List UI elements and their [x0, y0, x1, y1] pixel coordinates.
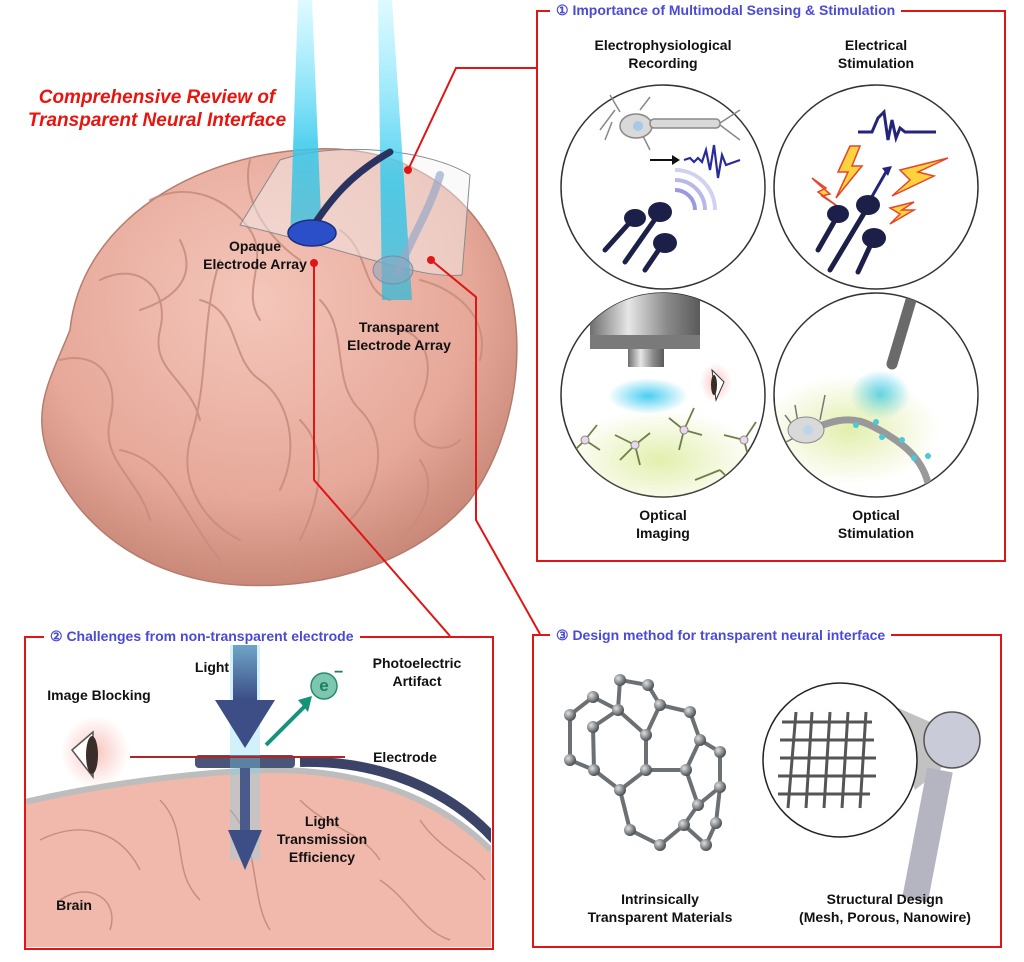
intrinsically-transparent-materials-label: Intrinsically Transparent Materials	[587, 891, 733, 925]
electron-icon	[310, 672, 338, 700]
main-title: Comprehensive Review of Transparent Neur…	[12, 86, 302, 132]
light-beam-left	[290, 0, 322, 240]
light-label: Light	[194, 659, 230, 675]
opaque-electrode	[287, 219, 337, 247]
panel-label-optical-stimulation: Optical Stimulation	[837, 507, 915, 541]
transparent-electrode-label: Transparent Electrode Array	[347, 319, 451, 353]
main-title-line1: Comprehensive Review of	[38, 87, 276, 108]
optical-stimulation-illustration	[773, 292, 979, 498]
mesh-structure-illustration	[762, 682, 981, 903]
section1-title: ① Importance of Multimodal Sensing & Sti…	[550, 2, 902, 19]
main-title-line2: Transparent Neural Interface	[27, 110, 287, 131]
structural-design-label: Structural Design (Mesh, Porous, Nanowir…	[799, 891, 971, 925]
electrode-label: Electrode	[373, 749, 437, 765]
brain-label: Brain	[56, 897, 92, 913]
connector-lines	[313, 67, 541, 637]
electrical-stimulation-illustration	[773, 84, 979, 290]
brain-illustration	[41, 0, 518, 587]
electron-symbol: e	[319, 676, 329, 695]
light-transmission-efficiency-label: Light Transmission Efficiency	[276, 813, 368, 865]
section2-title: ② Challenges from non-transparent electr…	[44, 628, 360, 645]
graphene-lattice-illustration	[564, 674, 726, 851]
light-beam-right	[378, 0, 412, 300]
panel-label-electrical-stimulation: Electrical Stimulation	[837, 37, 915, 71]
section3-title: ③ Design method for transparent neural i…	[550, 627, 892, 644]
challenges-illustration	[25, 640, 491, 947]
panel-label-electrophysiological-recording: Electrophysiological Recording	[594, 37, 732, 71]
transparent-electrode	[372, 255, 414, 285]
section1-frame	[536, 10, 1006, 562]
image-blocking-label: Image Blocking	[47, 687, 151, 703]
electron-charge: −	[334, 664, 344, 681]
electrophysiological-recording-illustration	[560, 84, 766, 290]
panel-label-optical-imaging: Optical Imaging	[636, 507, 690, 541]
electrode-bar	[195, 755, 295, 768]
opaque-electrode-label: Opaque Electrode Array	[203, 238, 307, 272]
photoelectric-artifact-label: Photoelectric Artifact	[372, 655, 462, 689]
